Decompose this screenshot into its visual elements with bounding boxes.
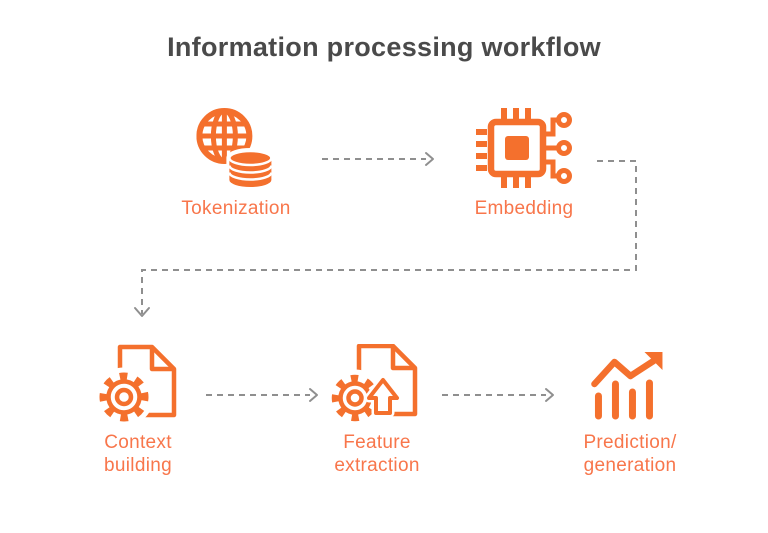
node-label-feature-extraction: Feature extraction xyxy=(334,432,420,476)
node-prediction-generation: Prediction/ generation xyxy=(583,352,676,477)
node-label-embedding: Embedding xyxy=(474,198,574,219)
arrowhead-right-icon xyxy=(425,152,434,166)
chip-circuit-icon xyxy=(474,106,574,190)
node-embedding: Embedding xyxy=(474,106,574,220)
document-gear-icon xyxy=(94,344,182,427)
page-title: Information processing workflow xyxy=(167,32,601,62)
node-label-context-building: Context building xyxy=(104,432,172,476)
node-label-prediction-generation: Prediction/ generation xyxy=(583,432,677,476)
arrowhead-right-icon xyxy=(545,388,554,402)
node-feature-extraction: Feature extraction xyxy=(326,343,425,477)
globe-database-icon xyxy=(195,106,276,190)
node-context-building: Context building xyxy=(94,344,182,477)
growth-chart-icon xyxy=(590,352,670,424)
arrowhead-down-icon xyxy=(134,307,150,317)
dashed-arrow-context-to-feature xyxy=(206,388,318,402)
dashed-arrow-feature-to-prediction xyxy=(442,388,554,402)
arrowhead-right-icon xyxy=(309,388,318,402)
node-label-tokenization: Tokenization xyxy=(181,198,291,219)
dashed-arrow-tokenization-to-embedding xyxy=(322,152,434,166)
document-gear-arrow-icon xyxy=(326,343,425,427)
node-tokenization: Tokenization xyxy=(181,106,290,220)
